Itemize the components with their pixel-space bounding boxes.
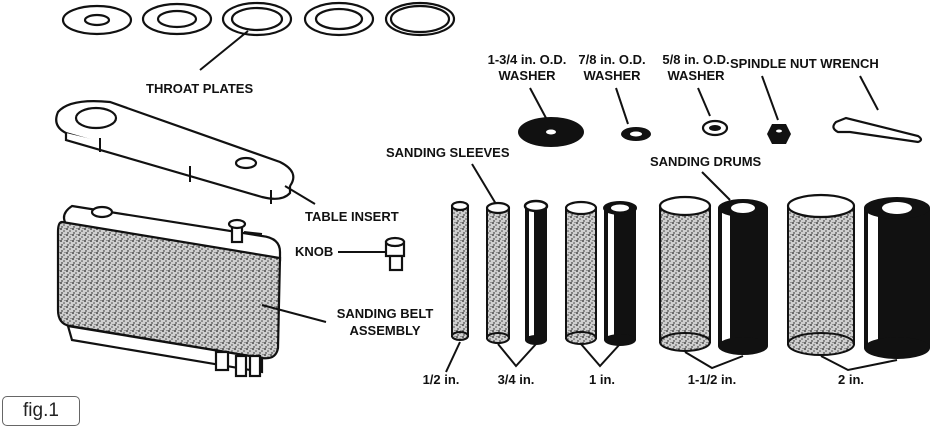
sanding-drum-1-1-2-in (718, 199, 768, 355)
throat-plate (303, 1, 375, 37)
table-insert-label: TABLE INSERT (305, 209, 399, 224)
sanding-drum-1-in (603, 201, 637, 346)
sanding-sleeve-2-in (786, 193, 856, 356)
knob-label: KNOB (295, 244, 333, 259)
washer-58-label-line2: WASHER (667, 68, 725, 83)
washer-1-3-4-in (518, 117, 584, 147)
sanding-sleeves-label: SANDING SLEEVES (386, 145, 510, 160)
sanding-sleeve-1-in (564, 200, 598, 345)
washer-134-label-line2: WASHER (498, 68, 556, 83)
spindle-nut-wrench-label: SPINDLE NUT WRENCH (730, 56, 879, 71)
size-label-1-2: 1/2 in. (423, 372, 460, 387)
throat-plate (61, 4, 133, 36)
size-label-3-4: 3/4 in. (498, 372, 535, 387)
throat-plate (221, 1, 293, 37)
spindle-nut-wrench (832, 116, 923, 144)
sanding-drums-label: SANDING DRUMS (650, 154, 762, 169)
throat-plates-label: THROAT PLATES (146, 81, 253, 96)
washer-134-label-line1: 1-3/4 in. O.D. (488, 52, 567, 67)
throat-plates (61, 1, 456, 71)
washer-78-label-line2: WASHER (583, 68, 641, 83)
table-insert (55, 100, 316, 205)
sanding-sleeve-3-4-in (485, 201, 511, 344)
throat-plate (384, 1, 456, 37)
sanding-drum-3-4-in (523, 199, 549, 345)
sanding-drum-2-in (864, 197, 930, 359)
sanding-belt-label-line2: ASSEMBLY (349, 323, 420, 338)
figure-label: fig.1 (2, 396, 80, 426)
size-label-2: 2 in. (838, 372, 864, 387)
washer-78-label-line1: 7/8 in. O.D. (578, 52, 645, 67)
sanding-sleeve-1-1-2-in (658, 195, 712, 352)
sanding-sleeve-1-2-in (450, 200, 470, 341)
washer-5-8-in (701, 119, 729, 137)
sanding-belt-label-line1: SANDING BELT (337, 306, 434, 321)
knob (338, 236, 406, 272)
throat-plate (141, 2, 213, 36)
size-label-1: 1 in. (589, 372, 615, 387)
spindle-nut (767, 124, 791, 144)
washer-7-8-in (621, 127, 651, 141)
washer-58-label-line1: 5/8 in. O.D. (662, 52, 729, 67)
sanding-belt-assembly (56, 204, 327, 378)
size-label-1-1-2: 1-1/2 in. (688, 372, 736, 387)
